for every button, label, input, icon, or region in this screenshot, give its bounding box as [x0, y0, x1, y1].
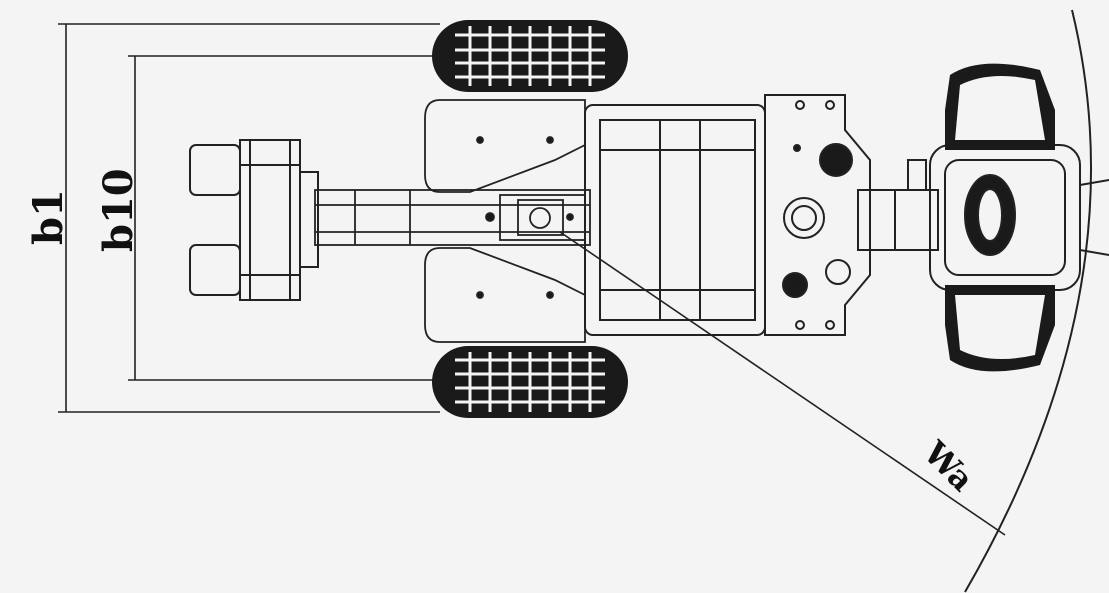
boom-arm [314, 189, 591, 246]
platform-head [189, 139, 319, 301]
top-tire [432, 20, 628, 92]
label-angle: Wa [916, 433, 982, 499]
front-chassis [764, 94, 871, 336]
cab-frame [584, 104, 766, 336]
dimension-b1 [58, 23, 440, 413]
dimension-b10 [128, 55, 440, 381]
rear-chassis [424, 99, 586, 343]
turning-radius-arc [964, 9, 1093, 593]
bottom-tire [432, 346, 628, 418]
label-b1: b1 [25, 189, 72, 245]
front-wheel-assembly [929, 63, 1109, 372]
steering-connector [857, 159, 939, 251]
angle-line [559, 231, 1006, 536]
label-b10: b10 [95, 168, 142, 252]
